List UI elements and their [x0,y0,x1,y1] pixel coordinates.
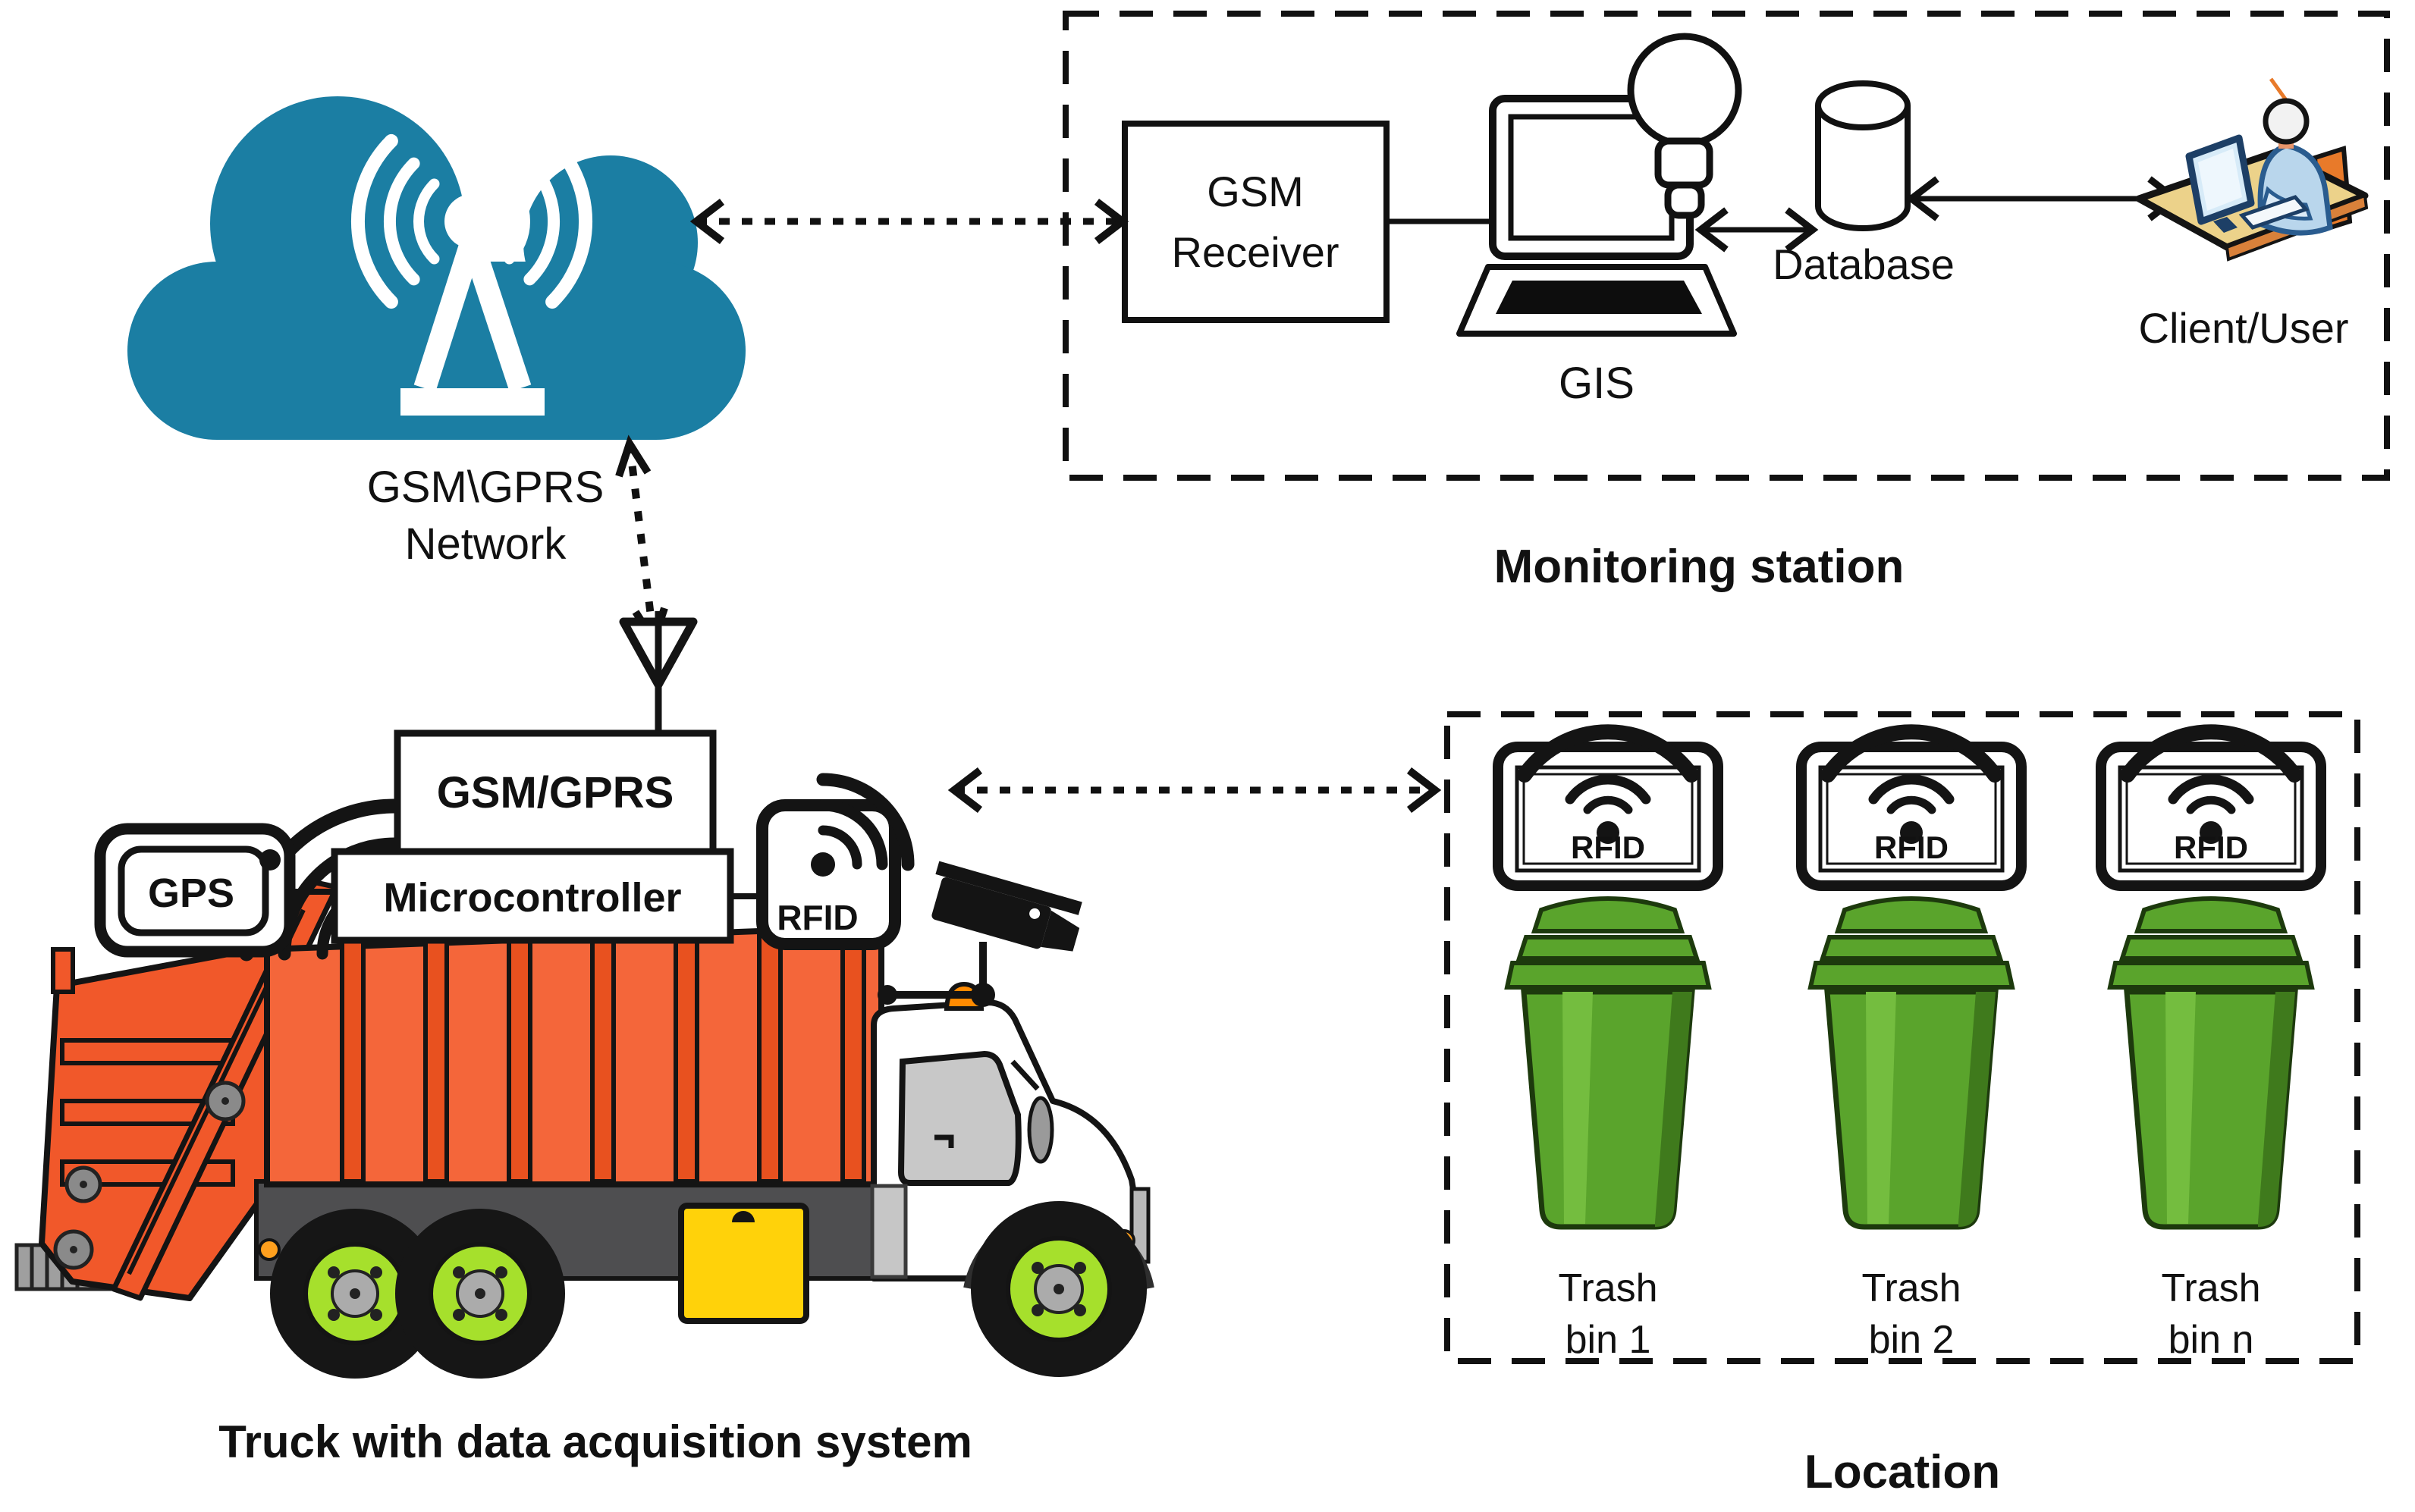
bin-label-line1: Trash [1862,1266,1961,1310]
location-box: Location RFID Trash bin 1 [1444,711,2360,1498]
garbage-truck-illustration [14,861,1154,1379]
truck-toolbox [678,1203,809,1324]
gsm-receiver-node: GSM Receiver [1122,121,1390,323]
gis-label: GIS [1559,359,1635,408]
bin-rfid-label: RFID [1571,830,1645,865]
gis-computer-icon: GIS [1456,33,1742,408]
lightbulb-icon [1627,33,1742,219]
truck-caption: Truck with data acquisition system [218,1416,972,1467]
gsm-receiver-label-line1: GSM [1207,168,1304,215]
monitoring-station-title: Monitoring station [1494,541,1905,593]
bin-label-line2: bin n [2168,1318,2254,1362]
location-title: Location [1804,1446,2000,1498]
gsm-gprs-module-node: GSM/GPRS [394,729,717,855]
truck-rfid-label: RFID [777,898,858,937]
client-user-icon: Client/User [2135,77,2369,352]
bin-label-line2: bin 2 [1869,1318,1955,1362]
database-label: Database [1773,240,1955,288]
truck-wheels [270,1201,1154,1379]
bin-rfid-label: RFID [2174,830,2248,865]
gsm-receiver-label-line2: Receiver [1172,228,1339,276]
gsm-gprs-cloud-icon: GSM\GPRS Network [127,96,746,569]
gis-database-arrow [1694,207,1819,253]
microcontroller-label: Microcontroller [383,875,681,921]
bin-rfid-label: RFID [1874,830,1949,865]
antenna-icon [619,611,698,733]
cloud-label-line1: GSM\GPRS [367,463,605,512]
gps-device-node: GPS [94,823,296,958]
truck-location-arrow [947,767,1442,813]
monitoring-station-border [1063,11,2390,481]
bin-label-line1: Trash [1559,1266,1658,1310]
bin-label-line1: Trash [2162,1266,2261,1310]
radio-tower-icon [350,133,593,416]
database-icon: Database [1773,80,1955,288]
microcontroller-node: Microcontroller [331,848,734,944]
gsm-gprs-module-label: GSM/GPRS [437,768,674,817]
cloud-receiver-arrow [689,199,1129,244]
client-user-label: Client/User [2139,304,2349,352]
truck-rfid-reader-node: RFID [756,773,915,950]
trash-bin-n: RFID Trash bin n [2096,724,2326,1362]
gps-device-label: GPS [148,870,234,916]
trash-bin-1: RFID Trash bin 1 [1493,724,1723,1362]
cloud-label-line2: Network [405,519,567,569]
monitoring-station-box: Monitoring station GSM Receiver GIS [1063,11,2390,593]
trash-bin-2: RFID Trash bin 2 [1796,724,2027,1362]
bin-label-line2: bin 1 [1566,1318,1651,1362]
truck-body-ribs [340,910,866,1184]
cctv-camera-icon [878,861,1082,1007]
location-border [1444,711,2360,1364]
